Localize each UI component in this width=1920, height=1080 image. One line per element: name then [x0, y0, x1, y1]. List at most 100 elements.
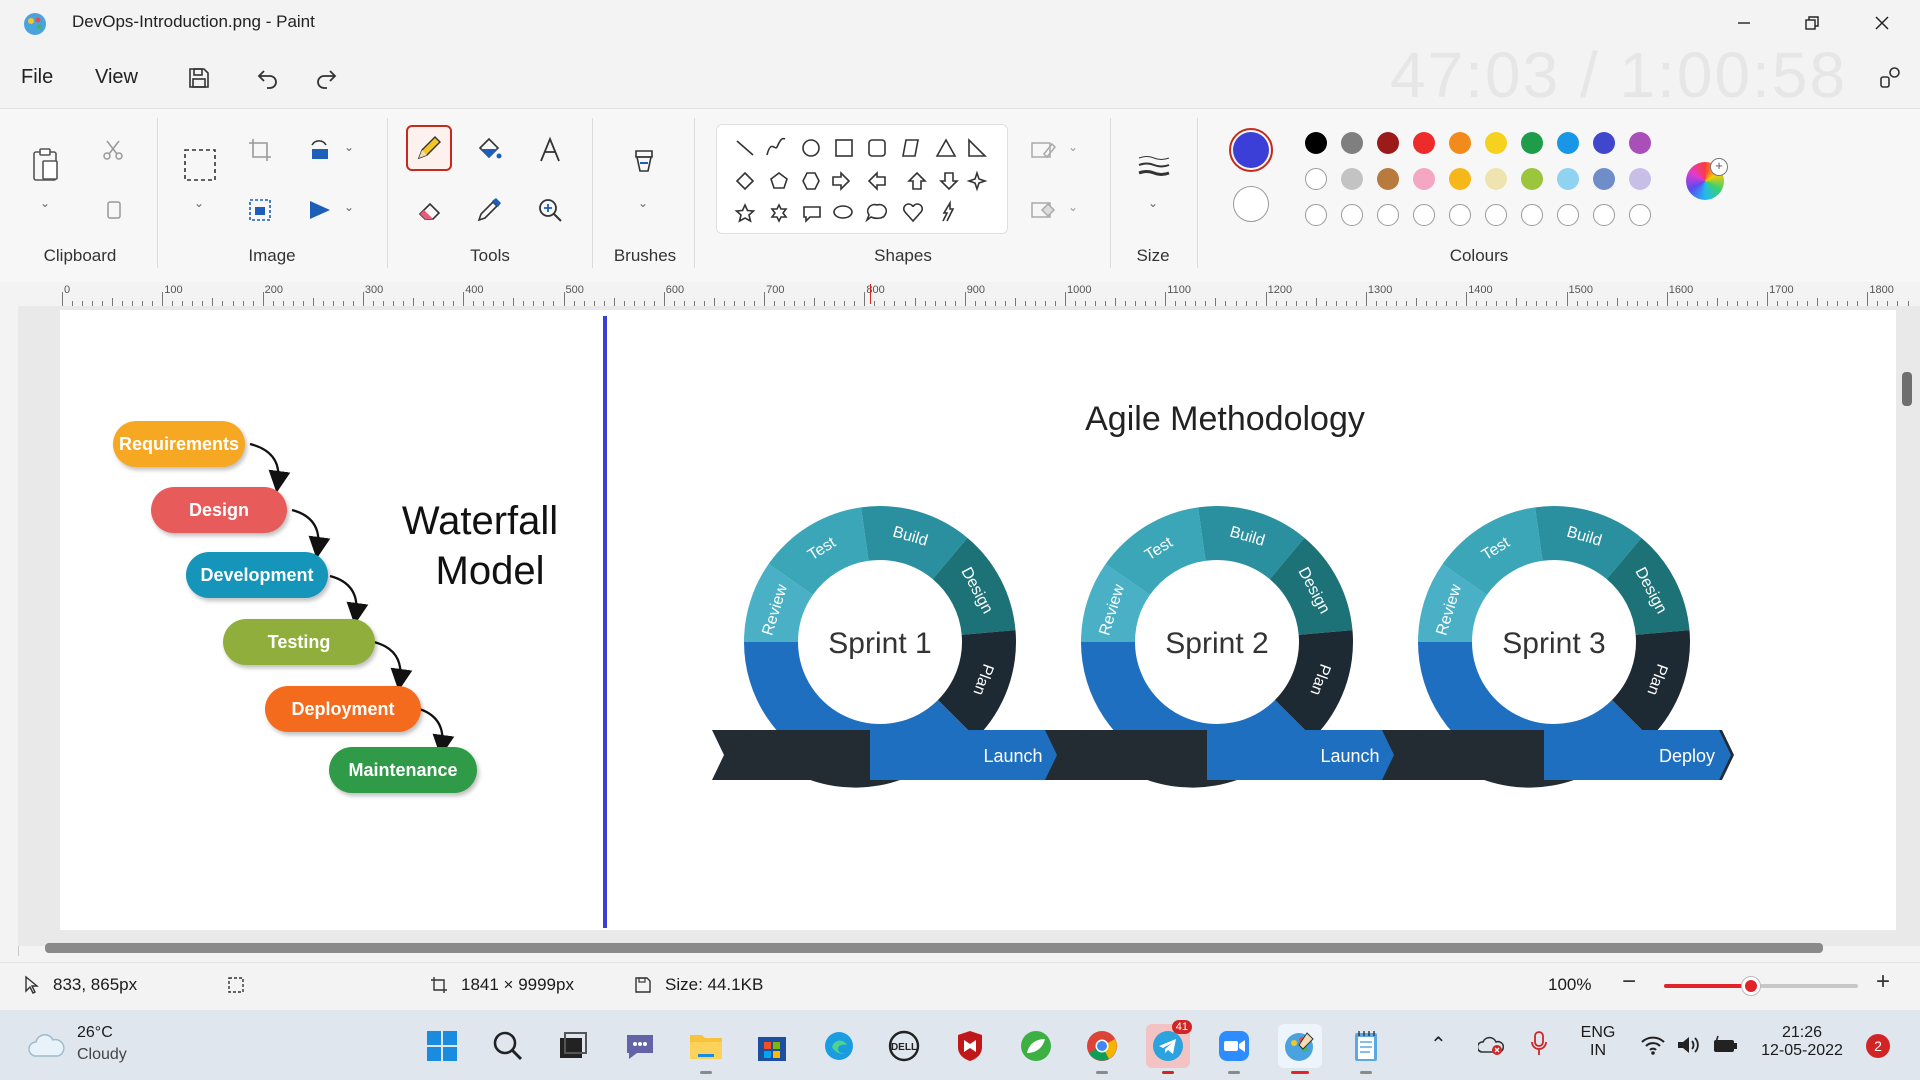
taskbar-file-explorer-button[interactable] — [684, 1024, 728, 1074]
outline-button[interactable] — [1025, 130, 1065, 170]
taskbar-paint-button[interactable] — [1278, 1024, 1322, 1074]
undo-button[interactable] — [250, 60, 286, 96]
restore-button[interactable] — [1782, 6, 1842, 40]
fill-shape-dropdown-icon[interactable]: ⌄ — [1068, 200, 1079, 214]
color-swatch[interactable] — [1521, 132, 1543, 154]
color-swatch[interactable] — [1413, 132, 1435, 154]
brushes-button[interactable] — [624, 144, 664, 184]
color-swatch[interactable] — [1485, 168, 1507, 190]
color-swatch[interactable] — [1377, 132, 1399, 154]
menu-view[interactable]: View — [95, 66, 138, 88]
notification-badge[interactable]: 2 — [1866, 1034, 1890, 1058]
custom-color-slot[interactable] — [1341, 204, 1363, 226]
fill-tool-button[interactable] — [469, 130, 509, 170]
custom-color-slot[interactable] — [1377, 204, 1399, 226]
select-button[interactable] — [180, 145, 220, 185]
paste-button[interactable] — [26, 145, 66, 185]
size-button[interactable] — [1134, 146, 1174, 186]
custom-color-slot[interactable] — [1449, 204, 1471, 226]
color-swatch[interactable] — [1449, 168, 1471, 190]
taskbar-notepad-button[interactable] — [1344, 1024, 1388, 1074]
fill-shape-button[interactable] — [1025, 190, 1065, 230]
color-swatch[interactable] — [1485, 132, 1507, 154]
taskbar-search-button[interactable] — [486, 1024, 530, 1068]
taskbar-teams-chat-button[interactable] — [618, 1024, 662, 1068]
color-swatch[interactable] — [1629, 132, 1651, 154]
outline-dropdown-icon[interactable]: ⌄ — [1068, 140, 1079, 154]
minimize-button[interactable] — [1714, 6, 1774, 40]
color-swatch[interactable] — [1341, 168, 1363, 190]
taskbar-store-button[interactable] — [750, 1024, 794, 1068]
crop-button[interactable] — [240, 130, 280, 170]
color-swatch[interactable] — [1629, 168, 1651, 190]
input-language-indicator[interactable]: ENG IN — [1578, 1024, 1618, 1060]
zoom-in-button[interactable]: + — [1876, 968, 1891, 995]
color-swatch[interactable] — [1593, 132, 1615, 154]
horizontal-scrollbar[interactable] — [45, 943, 1823, 953]
custom-color-slot[interactable] — [1629, 204, 1651, 226]
color-swatch[interactable] — [1305, 132, 1327, 154]
cut-button[interactable] — [93, 130, 133, 170]
weather-widget[interactable]: 26°C Cloudy — [24, 1024, 174, 1068]
size-dropdown-icon[interactable]: ⌄ — [1148, 196, 1159, 210]
resize-button[interactable] — [240, 190, 280, 230]
color-swatch[interactable] — [1449, 132, 1471, 154]
wifi-icon[interactable] — [1640, 1034, 1666, 1056]
save-button[interactable] — [181, 60, 217, 96]
color-swatch[interactable] — [1305, 168, 1327, 190]
onedrive-offline-icon[interactable] — [1478, 1034, 1504, 1056]
color-swatch[interactable] — [1521, 168, 1543, 190]
show-hidden-icons-button[interactable]: ⌃ — [1430, 1034, 1447, 1056]
secondary-color-button[interactable] — [1233, 186, 1269, 222]
redo-button[interactable] — [308, 60, 344, 96]
custom-color-slot[interactable] — [1413, 204, 1435, 226]
custom-color-slot[interactable] — [1485, 204, 1507, 226]
shapes-gallery[interactable] — [716, 124, 1008, 234]
flip-dropdown-icon[interactable]: ⌄ — [344, 200, 355, 214]
color-swatch[interactable] — [1377, 168, 1399, 190]
taskbar-telegram-button[interactable]: 41 — [1146, 1020, 1192, 1074]
clock[interactable]: 21:26 12-05-2022 — [1752, 1024, 1852, 1060]
zoom-slider-thumb[interactable] — [1741, 976, 1762, 996]
edit-colours-button[interactable]: + — [1686, 158, 1728, 200]
flip-button[interactable] — [300, 190, 340, 230]
taskbar-edge-button[interactable] — [817, 1024, 861, 1068]
color-swatch[interactable] — [1557, 132, 1579, 154]
zoom-out-button[interactable]: − — [1622, 968, 1637, 995]
color-swatch[interactable] — [1341, 132, 1363, 154]
close-button[interactable] — [1852, 6, 1912, 40]
microphone-icon[interactable] — [1530, 1030, 1548, 1058]
copy-button[interactable] — [93, 190, 133, 230]
volume-icon[interactable] — [1676, 1034, 1702, 1056]
custom-color-slot[interactable] — [1557, 204, 1579, 226]
custom-color-slot[interactable] — [1593, 204, 1615, 226]
taskbar-task-view-button[interactable] — [551, 1024, 595, 1068]
select-dropdown-icon[interactable]: ⌄ — [194, 196, 205, 210]
menu-file[interactable]: File — [21, 66, 54, 88]
brushes-dropdown-icon[interactable]: ⌄ — [638, 196, 649, 210]
color-swatch[interactable] — [1593, 168, 1615, 190]
paste-dropdown-icon[interactable]: ⌄ — [40, 196, 51, 210]
zoom-slider[interactable] — [1664, 976, 1858, 996]
taskbar-chrome-button[interactable] — [1080, 1024, 1124, 1074]
taskbar-leaf-app-button[interactable] — [1014, 1024, 1058, 1068]
color-swatch[interactable] — [1413, 168, 1435, 190]
rotate-dropdown-icon[interactable]: ⌄ — [344, 140, 355, 154]
taskbar-dell-button[interactable]: DELL — [882, 1024, 926, 1068]
taskbar-mcafee-button[interactable] — [948, 1024, 992, 1068]
share-button[interactable] — [1872, 60, 1908, 96]
taskbar-start-button[interactable] — [420, 1024, 464, 1068]
text-tool-button[interactable] — [530, 130, 570, 170]
magnifier-tool-button[interactable] — [530, 190, 570, 230]
color-swatch[interactable] — [1557, 168, 1579, 190]
custom-color-slot[interactable] — [1305, 204, 1327, 226]
primary-color-button[interactable] — [1229, 128, 1273, 172]
battery-charging-icon[interactable] — [1712, 1034, 1740, 1056]
custom-color-slot[interactable] — [1521, 204, 1543, 226]
taskbar-zoom-button[interactable] — [1212, 1024, 1256, 1074]
eraser-tool-button[interactable] — [410, 190, 450, 230]
pencil-tool-button[interactable] — [406, 125, 452, 171]
vertical-scrollbar[interactable] — [1902, 372, 1912, 406]
rotate-button[interactable] — [300, 130, 340, 170]
color-picker-tool-button[interactable] — [469, 190, 509, 230]
